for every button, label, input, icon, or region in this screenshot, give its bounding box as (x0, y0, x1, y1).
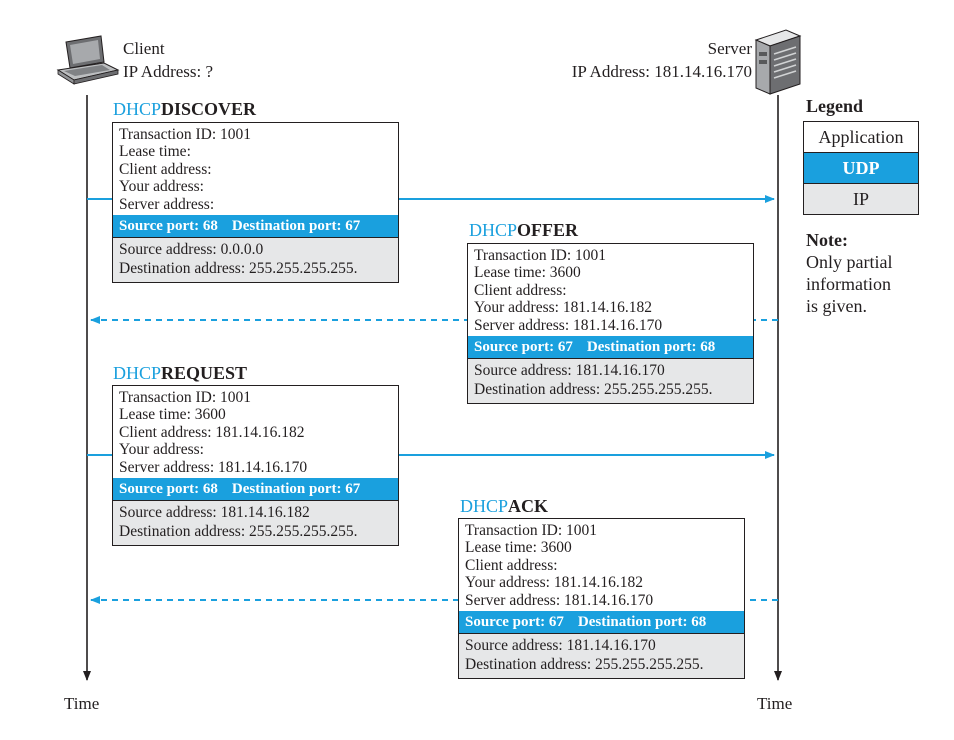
field-client-address: Client address: 181.14.16.182 (119, 423, 305, 441)
legend-application: Application (804, 122, 918, 152)
request-packet: Transaction ID: 1001 Lease time: 3600 Cl… (112, 385, 399, 547)
request-udp-layer: Source port: 68 Destination port: 67 (113, 478, 398, 501)
discover-app-layer: Transaction ID: 1001 Lease time: Client … (113, 123, 398, 215)
ack-ip-layer: Source address: 181.14.16.170 Destinatio… (459, 633, 744, 679)
destination-address: Destination address: 255.255.255.255. (465, 655, 704, 673)
source-address: Source address: 181.14.16.170 (465, 637, 656, 655)
field-transaction-id: Transaction ID: 1001 (474, 247, 607, 264)
field-server-address: Server address: (119, 195, 215, 213)
ack-udp-layer: Source port: 67 Destination port: 68 (459, 611, 744, 634)
note: Note: Only partial information is given. (806, 229, 892, 317)
note-line: Only partial (806, 252, 893, 272)
server-icon (754, 29, 802, 95)
client-ip-label: IP Address: ? (123, 62, 214, 81)
offer-title: DHCPOFFER (469, 220, 579, 240)
field-lease-time: Lease time: (119, 143, 191, 161)
destination-address: Destination address: 255.255.255.255. (474, 380, 713, 398)
legend-box: Application UDP IP (803, 121, 919, 215)
server-time-label: Time (757, 694, 793, 713)
source-address: Source address: 181.14.16.170 (474, 362, 665, 380)
field-your-address: Your address: 181.14.16.182 (474, 299, 652, 317)
destination-port: Destination port: 67 (231, 481, 361, 498)
source-port: Source port: 67 (465, 614, 564, 631)
destination-port: Destination port: 68 (586, 339, 716, 356)
request-ip-layer: Source address: 181.14.16.182 Destinatio… (113, 500, 398, 546)
client-time-label: Time (64, 694, 100, 713)
field-transaction-id: Transaction ID: 1001 (119, 389, 252, 406)
source-address: Source address: 181.14.16.182 (119, 504, 310, 522)
legend-ip: IP (804, 184, 918, 214)
source-port: Source port: 68 (119, 218, 218, 235)
source-port: Source port: 67 (474, 339, 573, 356)
request-title: DHCPREQUEST (113, 363, 248, 383)
offer-ip-layer: Source address: 181.14.16.170 Destinatio… (468, 358, 753, 404)
offer-packet: Transaction ID: 1001 Lease time: 3600 Cl… (467, 243, 754, 405)
legend-title: Legend (806, 96, 864, 116)
field-server-address: Server address: 181.14.16.170 (119, 458, 308, 476)
offer-udp-layer: Source port: 67 Destination port: 68 (468, 336, 753, 359)
destination-port: Destination port: 67 (231, 218, 361, 235)
discover-ip-layer: Source address: 0.0.0.0 Destination addr… (113, 237, 398, 283)
note-line: information (806, 274, 891, 294)
field-your-address: Your address: (119, 441, 204, 459)
request-app-layer: Transaction ID: 1001 Lease time: 3600 Cl… (113, 386, 398, 478)
field-client-address: Client address: (119, 160, 212, 178)
offer-app-layer: Transaction ID: 1001 Lease time: 3600 Cl… (468, 244, 753, 336)
ack-title: DHCPACK (460, 496, 549, 516)
server-label: Server (707, 39, 752, 58)
field-lease-time: Lease time: 3600 (474, 264, 581, 282)
legend-udp: UDP (804, 152, 918, 184)
field-client-address: Client address: (474, 281, 567, 299)
source-address: Source address: 0.0.0.0 (119, 241, 264, 259)
laptop-icon (56, 35, 120, 85)
field-lease-time: Lease time: 3600 (119, 406, 226, 424)
field-your-address: Your address: (119, 178, 204, 196)
field-transaction-id: Transaction ID: 1001 (465, 522, 598, 539)
source-port: Source port: 68 (119, 481, 218, 498)
field-your-address: Your address: 181.14.16.182 (465, 574, 643, 592)
note-title: Note: (806, 230, 848, 250)
field-server-address: Server address: 181.14.16.170 (465, 591, 654, 609)
destination-port: Destination port: 68 (577, 614, 707, 631)
client-label: Client (123, 39, 165, 58)
ack-app-layer: Transaction ID: 1001 Lease time: 3600 Cl… (459, 519, 744, 611)
discover-udp-layer: Source port: 68 Destination port: 67 (113, 215, 398, 238)
field-server-address: Server address: 181.14.16.170 (474, 316, 663, 334)
destination-address: Destination address: 255.255.255.255. (119, 259, 358, 277)
destination-address: Destination address: 255.255.255.255. (119, 522, 358, 540)
field-transaction-id: Transaction ID: 1001 (119, 126, 252, 143)
field-client-address: Client address: (465, 556, 558, 574)
field-lease-time: Lease time: 3600 (465, 539, 572, 557)
ack-packet: Transaction ID: 1001 Lease time: 3600 Cl… (458, 518, 745, 680)
server-ip-label: IP Address: 181.14.16.170 (571, 62, 752, 81)
discover-title: DHCPDISCOVER (113, 99, 257, 119)
note-line: is given. (806, 296, 867, 316)
discover-packet: Transaction ID: 1001 Lease time: Client … (112, 122, 399, 284)
